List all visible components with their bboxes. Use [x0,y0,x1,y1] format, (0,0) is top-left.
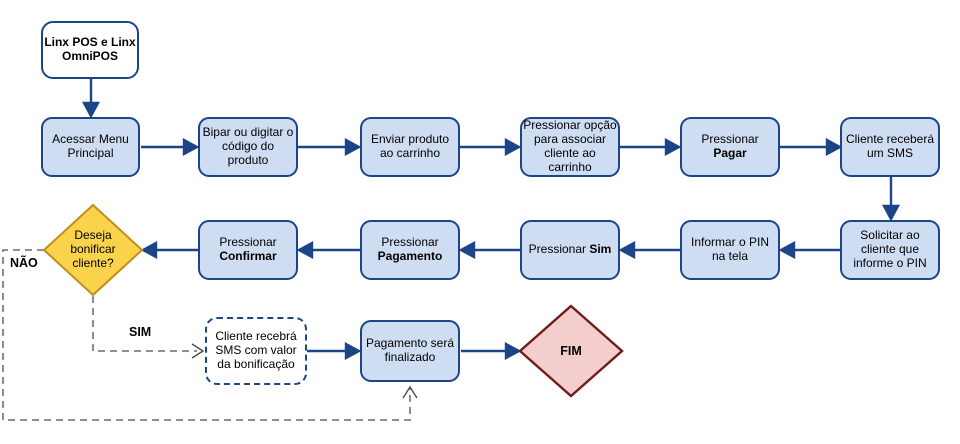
node-pagamento-finalizado: Pagamento será finalizado [360,320,460,382]
open-arrowhead-nao [402,385,418,399]
end-fim-diamond [518,304,624,398]
node-label: Cliente receberá um SMS [845,132,935,160]
node-pressionar-sim: Pressionar Sim [520,220,620,280]
node-sms-bonificacao: Cliente recebrá SMS com valor da bonific… [205,317,307,385]
arrow-associar-to-pagar [620,137,682,157]
node-label: Pressionar Sim [528,242,612,257]
node-start-linx: Linx POS e Linx OmniPOS [41,21,139,79]
node-enviar-produto: Enviar produto ao carrinho [360,117,460,177]
arrow-finalizado-to-fim [461,341,522,361]
decision-bonificar-label: Deseja bonificar cliente? [70,228,116,270]
node-label: Informar o PIN na tela [690,235,770,263]
arrow-bonificacao-to-finalizado [307,341,362,361]
node-label: Acessar Menu Principal [52,132,129,160]
arrow-bipar-to-enviar [298,137,362,157]
node-label: Cliente recebrá SMS com valor da bonific… [215,329,297,371]
node-label: Pagamento será finalizado [365,336,455,364]
arrow-informar-to-sim [618,240,680,260]
dashed-path-nao [2,249,411,421]
edge-label-nao: NÃO [10,256,38,270]
node-bipar-codigo: Bipar ou digitar o código do produto [198,117,298,177]
edge-label-sim: SIM [129,325,152,339]
node-label: Enviar produto ao carrinho [370,132,450,160]
arrow-solicitar-to-informar [778,240,840,260]
arrow-acessar-to-bipar [141,137,200,157]
arrow-enviar-to-associar [460,137,522,157]
end-fim-label: FIM [560,344,582,358]
node-solicitar-pin: Solicitar ao cliente que informe o PIN [840,220,940,280]
arrow-pagamento-to-confirmar [296,240,360,260]
dashed-path-sim [92,296,197,352]
node-label: Pressionar opção para associar cliente a… [523,118,617,174]
decision-bonificar-diamond [42,203,144,297]
arrow-start-to-acessar-menu [81,79,101,119]
start-label: Linx POS e Linx OmniPOS [44,35,136,63]
node-label: Solicitar ao cliente que informe o PIN [853,228,927,270]
arrow-sms-to-solicitar [881,177,901,222]
node-label: Bipar ou digitar o código do produto [202,125,294,167]
node-informar-pin: Informar o PIN na tela [680,220,780,280]
arrow-pagar-to-sms [780,137,843,157]
node-acessar-menu: Acessar Menu Principal [41,117,140,177]
arrow-sim-to-pagamento [458,240,520,260]
node-associar-cliente: Pressionar opção para associar cliente a… [520,117,620,177]
arrow-confirmar-to-decisao [140,240,198,260]
open-arrowhead-sim [191,343,205,359]
node-cliente-recebera-sms: Cliente receberá um SMS [840,117,940,177]
